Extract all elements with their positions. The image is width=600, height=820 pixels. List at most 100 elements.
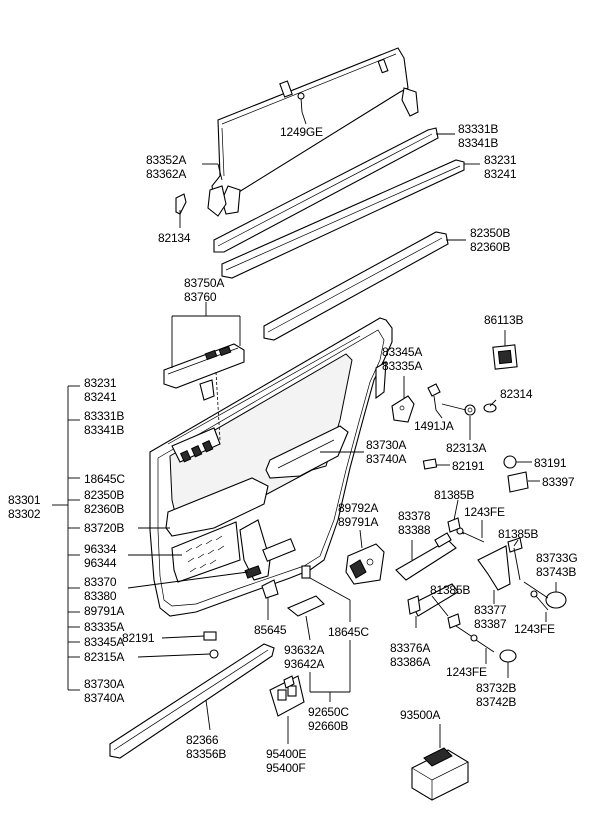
clip-82134-icon — [175, 193, 187, 215]
label-83386A: 83386A — [390, 655, 430, 669]
label-82191-left: 82191 — [122, 631, 155, 645]
belt-weatherstrip-83231 — [221, 159, 465, 279]
window-switch-panel — [163, 343, 245, 401]
label-83335A-top: 83335A — [382, 359, 422, 373]
knob-83732B — [499, 649, 517, 663]
cover-86113B — [492, 344, 518, 370]
label-83750A: 83750A — [184, 276, 224, 290]
garnish-82350B — [263, 231, 449, 341]
label-83742B: 83742B — [476, 695, 516, 709]
label-83743B: 83743B — [536, 565, 576, 579]
label-1243FE-top: 1243FE — [464, 505, 505, 519]
label-83352A: 83352A — [146, 153, 186, 167]
label-92660B: 92660B — [308, 719, 348, 733]
bracket-83345A — [391, 395, 415, 423]
label-83341B-left: 83341B — [84, 423, 124, 437]
clip-82191-lower-icon — [203, 631, 217, 641]
module-95400E — [269, 675, 305, 717]
clip-82314-icon — [483, 403, 497, 413]
label-83302: 83302 — [8, 507, 41, 521]
label-81385B-top: 81385B — [434, 488, 474, 502]
label-89791A-left: 89791A — [84, 604, 124, 618]
label-82191-right: 82191 — [452, 459, 485, 473]
label-83362A: 83362A — [146, 167, 186, 181]
label-83730A-right: 83730A — [366, 438, 406, 452]
label-83335A-left: 83335A — [84, 620, 124, 634]
label-92650C: 92650C — [308, 705, 349, 719]
label-1491JA: 1491JA — [414, 419, 454, 433]
label-82314: 82314 — [500, 387, 533, 401]
label-93642A: 93642A — [284, 657, 324, 671]
clip-81385B-c — [447, 613, 475, 639]
label-83376A: 83376A — [390, 641, 430, 655]
label-96344: 96344 — [84, 556, 117, 570]
label-82360B-top: 82360B — [470, 240, 510, 254]
label-83345A-top: 83345A — [382, 345, 422, 359]
label-1249GE: 1249GE — [280, 125, 323, 139]
label-82350B-top: 82350B — [470, 226, 510, 240]
label-83387: 83387 — [474, 617, 507, 631]
knob-83733G — [523, 581, 567, 609]
clip-82315A-icon — [209, 649, 219, 659]
label-83397: 83397 — [542, 475, 575, 489]
label-82360B-left: 82360B — [84, 502, 124, 516]
screw-1249GE-icon — [297, 92, 305, 113]
label-83241-left: 83241 — [84, 390, 117, 404]
label-86113B: 86113B — [484, 313, 523, 327]
belt-molding-83331B — [213, 127, 439, 253]
trim-strip-82366 — [109, 643, 275, 759]
bezel-93632A — [286, 595, 325, 617]
switch-93500A — [411, 747, 469, 801]
label-82366: 82366 — [186, 733, 219, 747]
label-93500A: 93500A — [400, 708, 440, 722]
bracket-83377 — [477, 545, 511, 591]
label-83740A-right: 83740A — [366, 452, 406, 466]
clip-81385B-a — [447, 517, 461, 533]
handle-bracket-83378 — [395, 532, 457, 581]
clip-18645C-icon — [301, 565, 311, 579]
label-82313A: 82313A — [446, 441, 486, 455]
label-83730A-left: 83730A — [84, 677, 124, 691]
label-83241-top: 83241 — [484, 167, 517, 181]
grommet-82313A-icon — [464, 404, 476, 416]
label-95400F: 95400F — [266, 761, 306, 775]
upper-trim-panel — [207, 47, 419, 217]
label-1243FE-right: 1243FE — [514, 622, 555, 636]
door-lock-89792A — [345, 543, 385, 585]
clip-82191-icon — [422, 458, 438, 470]
screw-1243FE-lower-icon — [470, 634, 495, 653]
label-81385B-right: 81385B — [498, 527, 538, 541]
label-83341B: 83341B — [458, 136, 498, 150]
pad-83397-icon — [507, 471, 529, 493]
door-trim-panel — [149, 317, 393, 617]
label-83380: 83380 — [84, 589, 117, 603]
label-85645: 85645 — [254, 623, 287, 637]
label-89791A-right: 89791A — [338, 515, 378, 529]
label-89792A: 89792A — [338, 501, 378, 515]
label-82350B-left: 82350B — [84, 488, 124, 502]
label-83331B: 83331B — [458, 122, 498, 136]
label-83231-left: 83231 — [84, 376, 117, 390]
label-83740A-left: 83740A — [84, 691, 124, 705]
label-18645C: 18645C — [328, 625, 369, 639]
label-83388: 83388 — [398, 523, 431, 537]
label-93632A: 93632A — [284, 643, 324, 657]
label-83732B: 83732B — [476, 681, 516, 695]
label-82134: 82134 — [158, 231, 191, 245]
label-83331B-left: 83331B — [84, 409, 124, 423]
clip-85645-icon — [261, 579, 279, 599]
label-83733G: 83733G — [536, 551, 578, 565]
label-83377: 83377 — [474, 603, 507, 617]
label-83378: 83378 — [398, 509, 431, 523]
label-18645C-left: 18645C — [84, 472, 125, 486]
label-95400E: 95400E — [266, 747, 306, 761]
speaker-grille — [185, 535, 225, 573]
screw-1243FE-upper-icon — [456, 527, 485, 543]
label-83345A-left: 83345A — [84, 635, 124, 649]
label-83191: 83191 — [534, 456, 567, 470]
label-96334: 96334 — [84, 542, 117, 556]
part-labels: 1249GE 83331B 83341B 83352A 83362A 83231… — [8, 122, 578, 775]
cap-83191-icon — [503, 455, 517, 469]
label-82315A: 82315A — [84, 650, 124, 664]
